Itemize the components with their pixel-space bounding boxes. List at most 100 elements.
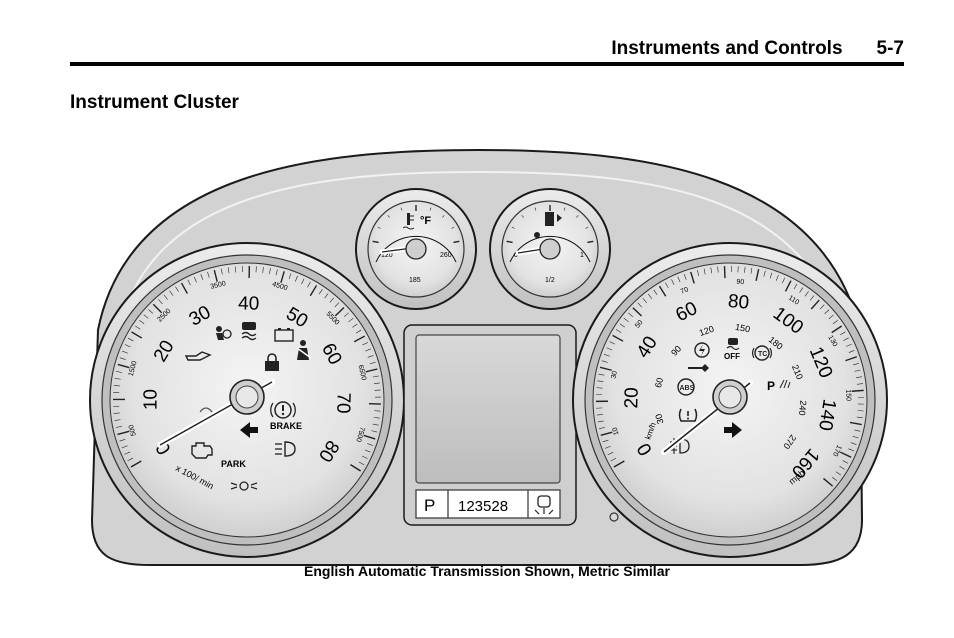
abs-label: ABS xyxy=(680,385,695,392)
temperature-unit: °F xyxy=(420,215,431,227)
minor-tick xyxy=(367,355,374,358)
major-tick xyxy=(612,334,624,342)
rpm-scale-label: 4500 xyxy=(271,281,288,292)
minor-tick xyxy=(334,302,340,308)
minor-tick xyxy=(599,427,606,429)
minor-tick xyxy=(846,343,852,347)
minor-tick xyxy=(116,371,123,373)
seatbelt-reminder-icon xyxy=(296,340,312,360)
minor-tick xyxy=(623,317,629,323)
minor-tick xyxy=(848,448,855,452)
minor-tick xyxy=(642,298,647,303)
major-tick xyxy=(658,285,667,297)
fuel-gauge: 0 1 1/2 xyxy=(489,188,611,310)
major-tick xyxy=(506,240,513,244)
minor-tick xyxy=(831,476,838,481)
minor-tick xyxy=(607,452,614,456)
major-tick xyxy=(823,477,834,487)
minor-tick xyxy=(609,341,615,345)
minor-tick xyxy=(200,274,204,280)
minor-tick xyxy=(114,419,121,421)
minor-tick xyxy=(839,466,845,470)
minor-tick xyxy=(602,439,609,443)
minor-tick xyxy=(362,342,369,346)
minor-tick xyxy=(372,375,379,378)
major-tick xyxy=(755,268,760,281)
traction-control-icon: TC xyxy=(752,345,772,361)
minor-tick xyxy=(451,226,455,229)
major-tick xyxy=(353,335,366,343)
minor-tick xyxy=(853,363,859,366)
outer-scale-label: 10 xyxy=(612,426,621,435)
oil-pressure-icon xyxy=(184,351,212,361)
security-lock-icon xyxy=(265,353,279,371)
minor-tick xyxy=(207,271,210,278)
major-tick xyxy=(784,280,792,292)
minor-tick xyxy=(377,226,381,229)
minor-tick xyxy=(597,380,604,382)
traction-control-off-icon xyxy=(726,338,740,351)
minor-tick xyxy=(848,350,855,353)
minor-tick xyxy=(114,377,121,380)
fuel-half-label: 1/2 xyxy=(545,277,555,284)
minor-tick xyxy=(840,331,846,336)
lane-departure-icon xyxy=(534,495,554,515)
major-tick xyxy=(632,307,643,317)
coolant-temperature-icon xyxy=(402,213,415,230)
minor-tick xyxy=(615,329,622,333)
minor-tick xyxy=(521,215,524,218)
minor-tick xyxy=(782,277,786,284)
outer-scale-label: 70 xyxy=(680,286,690,295)
minor-tick xyxy=(127,457,134,462)
minor-tick xyxy=(842,460,849,464)
minor-tick xyxy=(318,289,323,295)
rpm-scale-label: 7500 xyxy=(354,426,365,443)
major-tick xyxy=(599,366,612,371)
minor-tick xyxy=(603,353,610,357)
minor-tick xyxy=(647,293,653,299)
rpm-scale-label: 6500 xyxy=(357,364,367,381)
figure-caption: English Automatic Transmission Shown, Me… xyxy=(304,563,670,579)
minor-tick xyxy=(610,457,617,462)
minor-tick xyxy=(348,318,354,323)
major-tick xyxy=(117,363,130,369)
major-tick xyxy=(363,434,376,440)
minor-tick xyxy=(135,325,141,330)
temperature-min-label: 120 xyxy=(381,252,393,259)
minor-tick xyxy=(799,287,804,293)
major-tick xyxy=(334,307,345,317)
page-number: 5-7 xyxy=(876,38,904,59)
minor-tick xyxy=(119,439,126,442)
minor-tick xyxy=(358,461,365,466)
minor-tick xyxy=(665,282,669,289)
major-tick xyxy=(309,285,318,297)
minor-tick xyxy=(373,417,380,419)
driver-information-center: P 123528 xyxy=(403,324,577,526)
minor-tick xyxy=(619,323,625,328)
park-assist-icon xyxy=(779,379,791,389)
trip-reset-button[interactable] xyxy=(609,512,619,522)
minor-tick xyxy=(324,293,329,299)
rpm-scale-label: 3500 xyxy=(210,280,227,291)
kmh-scale-label: 90 xyxy=(669,344,683,358)
temperature-gauge: °F 120 260 185 xyxy=(355,188,477,310)
minor-tick xyxy=(301,278,305,285)
stability-control-icon xyxy=(241,322,257,341)
minor-tick xyxy=(262,266,264,274)
minor-tick xyxy=(710,267,712,274)
minor-tick xyxy=(769,272,773,279)
rpm-scale-label: 1500 xyxy=(128,360,139,377)
minor-tick xyxy=(856,376,863,379)
minor-tick xyxy=(850,442,857,445)
mph-scale-label: 140 xyxy=(814,398,840,433)
minor-tick xyxy=(677,276,681,283)
minor-tick xyxy=(854,369,861,372)
major-tick xyxy=(851,389,864,392)
minor-tick xyxy=(371,430,378,433)
temperature-max-label: 260 xyxy=(440,252,452,259)
mph-scale-label: 20 xyxy=(621,387,642,409)
minor-tick xyxy=(387,215,390,218)
